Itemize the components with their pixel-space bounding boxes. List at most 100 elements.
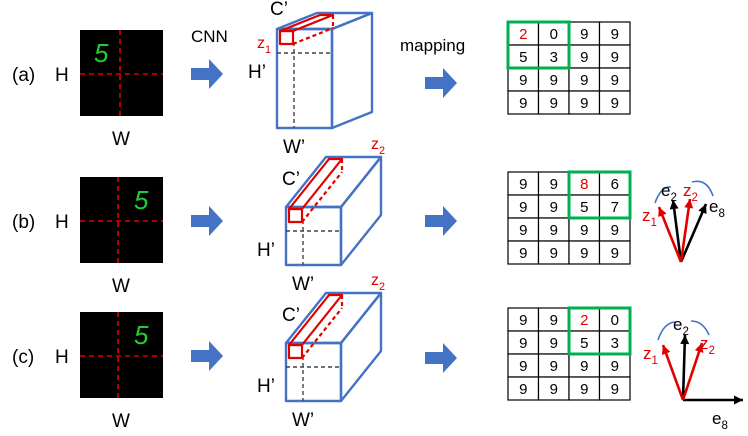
z1-label-main: z — [642, 206, 651, 225]
row-label: (c) — [12, 347, 34, 368]
feature-column-hidden-edge — [301, 307, 343, 359]
grid-cell-value: 9 — [519, 199, 527, 216]
z1-label-sub: 1 — [652, 355, 658, 367]
grid-cell-value: 9 — [550, 95, 558, 112]
e2-vector-shaft — [671, 199, 683, 263]
grid-cell-value: 5 — [519, 49, 527, 66]
cnn-arrow — [191, 341, 223, 371]
grid-cell-value: 7 — [611, 199, 619, 216]
z2-vector — [681, 342, 704, 401]
grid-cell-value: 2 — [580, 312, 588, 329]
handwritten-digit: 5 — [94, 38, 109, 68]
grid-cell-value: 9 — [519, 245, 527, 262]
grid-cell-value: 9 — [550, 358, 558, 375]
e8-label: e8 — [712, 409, 728, 432]
z2-label-sub: 2 — [709, 345, 715, 357]
feature-column-front — [287, 343, 304, 360]
grid-cell-value: 9 — [519, 335, 527, 352]
grid-cell — [598, 376, 631, 401]
z1-vector-head — [658, 207, 667, 218]
feature-vector-label: z2 — [371, 136, 385, 157]
mapping-arrow — [425, 68, 457, 98]
grid-cell-value: 3 — [611, 335, 619, 352]
z2-label: z2 — [683, 181, 698, 204]
feature-column-front — [278, 29, 295, 46]
mapping-arrow — [425, 206, 457, 236]
selected-block-outline — [506, 20, 571, 70]
feature-width-label: W’ — [292, 274, 314, 295]
e8-label-main: e — [712, 409, 721, 428]
grid-cell-value: 9 — [550, 222, 558, 239]
rotation-arc-right — [690, 320, 710, 336]
e8-label-sub: 8 — [721, 420, 727, 432]
grid-cell-value: 9 — [550, 335, 558, 352]
input-image-background — [80, 312, 163, 398]
feature-column-front — [287, 207, 304, 224]
grid-cell-value: 9 — [580, 358, 588, 375]
cnn-label: CNN — [191, 27, 228, 46]
grid-cell-value: 2 — [519, 26, 527, 43]
feature-vector-label: z2 — [371, 272, 385, 293]
e2-vector-head — [669, 200, 679, 210]
z1-label-main: z — [643, 344, 652, 363]
cube-front-face — [284, 205, 343, 267]
e2-label: e2 — [673, 315, 689, 338]
e8-label: e8 — [709, 197, 725, 220]
e2-label-main: e — [661, 181, 670, 200]
z1-vector-shaft — [661, 344, 685, 401]
grid-cell-value: 3 — [550, 49, 558, 66]
rotation-arc-left — [654, 186, 672, 204]
input-image: 5 — [80, 312, 163, 398]
cube-side-face — [330, 11, 374, 130]
grid-cell-value: 9 — [611, 95, 619, 112]
rotation-arc-left — [657, 321, 677, 341]
e8-label-sub: 8 — [718, 208, 724, 220]
input-height-label: H — [55, 212, 69, 233]
input-height-label: H — [55, 65, 69, 86]
grid-cell-value: 0 — [611, 312, 619, 329]
z1-label: z1 — [642, 206, 657, 229]
grid-cell-value: 9 — [611, 245, 619, 262]
input-image-background — [80, 177, 163, 263]
feature-height-label: H’ — [257, 240, 275, 261]
input-image: 5 — [80, 30, 163, 116]
feature-vector-label-sub: 1 — [265, 44, 271, 56]
e2-vector — [669, 199, 683, 263]
e8-vector — [683, 395, 743, 405]
z2-label: z2 — [700, 334, 715, 357]
cube-side-face — [339, 155, 383, 267]
grid-cell-value: 9 — [519, 72, 527, 89]
grid-cell-value: 9 — [519, 312, 527, 329]
grid-cell-value: 9 — [519, 95, 527, 112]
selected-block-outline — [567, 170, 632, 220]
e8-vector-head — [698, 204, 707, 215]
grid-cell-value: 9 — [519, 176, 527, 193]
channel-label: C’ — [270, 0, 288, 20]
grid-cell-value: 9 — [550, 312, 558, 329]
e2-label-sub: 2 — [670, 192, 676, 204]
e2-vector — [680, 334, 690, 401]
channel-label: C’ — [282, 305, 300, 326]
e8-vector-head — [734, 395, 743, 405]
channel-label: C’ — [282, 169, 300, 190]
handwritten-digit: 5 — [134, 320, 149, 350]
input-width-label: W — [112, 411, 130, 432]
grid-cell-value: 9 — [550, 199, 558, 216]
grid-cell-value: 9 — [611, 26, 619, 43]
handwritten-digit: 5 — [134, 185, 149, 215]
feature-vector-label-sub: 2 — [379, 145, 385, 157]
feature-cube: z2C’H’W’ — [257, 272, 385, 431]
vector-sketch: e2 e8 z1 z2 — [642, 180, 725, 263]
grid-cell-value: 9 — [611, 72, 619, 89]
z2-label-main: z — [700, 334, 709, 353]
grid-cell-value: 9 — [611, 381, 619, 398]
grid-cell-value: 9 — [611, 222, 619, 239]
input-height-label: H — [55, 347, 69, 368]
cnn-arrow — [191, 59, 223, 89]
